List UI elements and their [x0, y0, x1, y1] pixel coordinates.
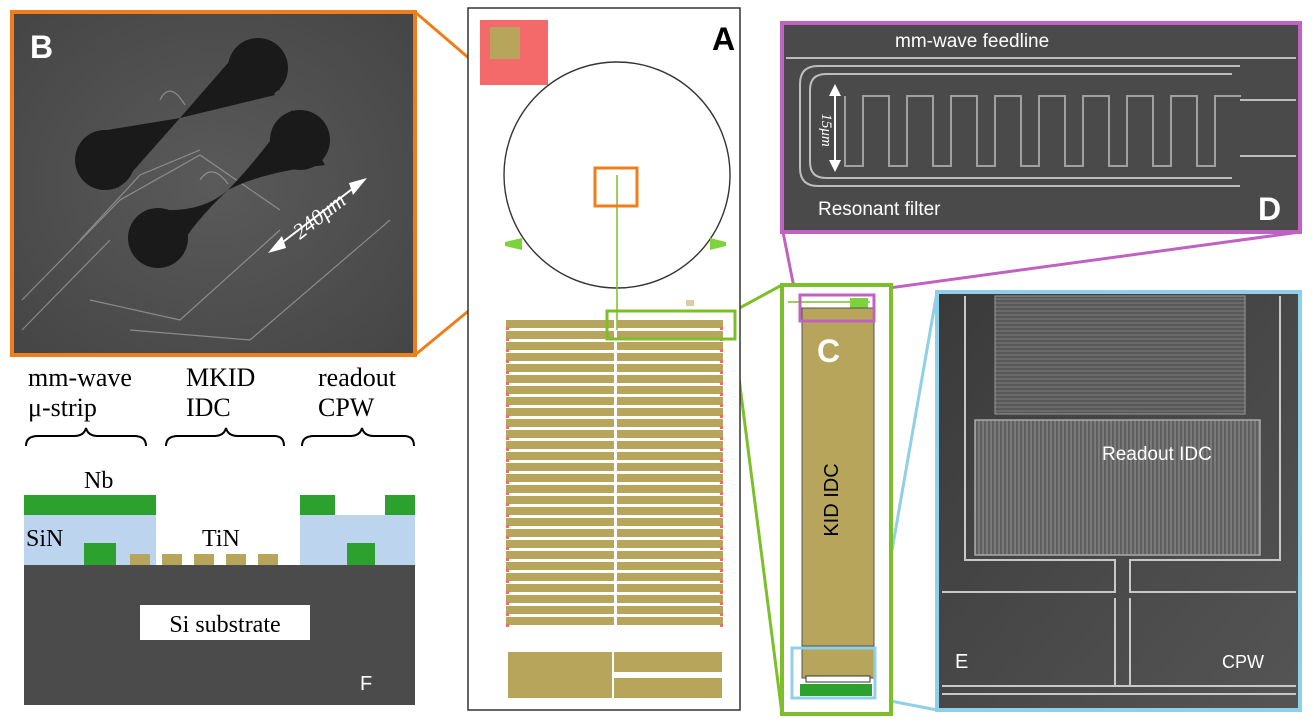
panel-d-top-label: mm-wave feedline [895, 31, 1049, 52]
panel-b: 240μm B [10, 10, 417, 357]
bowtie-antenna-lower [128, 110, 330, 268]
nb-cpw-left [300, 495, 335, 515]
f-nb-label: Nb [84, 468, 113, 494]
substrate-label-box [140, 605, 310, 640]
f-header-1-line-1: mm-wave [28, 363, 132, 392]
panel-d-bottom-label: Resonant filter [818, 199, 941, 220]
marker-left [505, 238, 522, 250]
readout-idc-comb [974, 419, 1261, 556]
panel-e-label: Readout IDC [1102, 444, 1212, 465]
kid-idc-ground [800, 684, 872, 696]
nb-buried-left [84, 543, 116, 565]
nb-cpw-right [385, 495, 415, 515]
panel-d-dimension: 15μm [818, 113, 834, 147]
panel-d: 15μm mm-wave feedline Resonant filter D [780, 21, 1302, 234]
kid-idc-body [801, 307, 875, 647]
panel-c: KID IDC C [780, 283, 893, 716]
panel-c-zoom-box-e [790, 646, 877, 700]
f-header-2-line-1: MKID [186, 363, 255, 392]
panel-c-zoom-box-d [798, 293, 876, 323]
bond-pad-inner [490, 27, 520, 59]
nb-strip [24, 495, 156, 515]
panel-e-cpw: CPW [1222, 652, 1264, 672]
panel-e-ground-traces [942, 296, 1296, 695]
panel-b-letter: B [30, 29, 53, 65]
f-header-1-line-2: μ-strip [28, 393, 97, 422]
bowtie-antenna-upper [75, 38, 288, 190]
f-header-3-line-1: readout [318, 363, 397, 392]
panel-a: A [467, 7, 741, 711]
panel-a-letter: A [712, 21, 735, 57]
f-substrate-label: Si substrate [169, 612, 280, 638]
panel-b-frame [10, 10, 417, 357]
f-letter: F [360, 673, 372, 695]
panel-c-letter: C [817, 333, 840, 369]
panel-d-letter: D [1258, 191, 1281, 227]
readout-idc-upper [994, 295, 1246, 415]
panel-a-idc-array [506, 320, 723, 698]
f-sin-label: SiN [26, 526, 63, 552]
marker-right [710, 238, 726, 250]
panel-a-zoom-box-c [605, 309, 737, 341]
f-braces [25, 427, 415, 447]
small-pad [686, 300, 694, 306]
dimension-arrow-240um [268, 178, 367, 253]
panel-c-label: KID IDC [821, 463, 843, 536]
filter-traces [786, 57, 1296, 187]
nb-buried-right [347, 543, 375, 565]
f-header-2-line-2: IDC [186, 393, 231, 422]
panel-a-zoom-box-b [593, 166, 639, 208]
tin-fingers [130, 554, 278, 565]
panel-f: mm-wave μ-strip MKID IDC readout CPW Si … [24, 363, 415, 705]
filter-meander [844, 95, 1241, 167]
kid-idc-gap [805, 675, 871, 683]
f-tin-label: TiN [202, 526, 240, 552]
panel-c-filter-pad [850, 298, 868, 308]
dimension-arrow-15um [829, 84, 841, 172]
panel-e-letter: E [955, 651, 968, 673]
f-header-3-line-2: CPW [318, 393, 375, 422]
panel-e: Readout IDC CPW E [935, 290, 1302, 712]
kid-idc-lower [801, 647, 875, 679]
